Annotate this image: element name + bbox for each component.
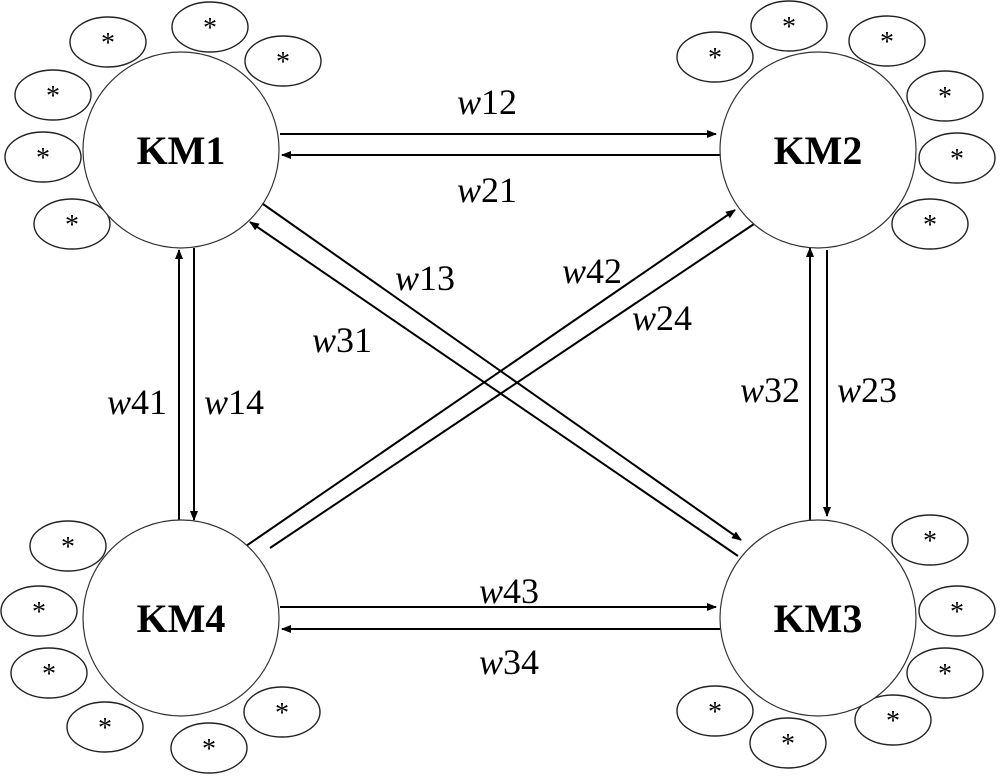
node-label-km2: KM2 [774, 128, 863, 173]
node-km3 [719, 519, 917, 717]
node-km2 [719, 51, 917, 249]
satellite-node [891, 514, 969, 566]
arrow-w13 [262, 203, 742, 541]
node-label-km3: KM3 [774, 596, 863, 641]
satellite-symbol: * [202, 734, 216, 765]
satellites-km1: * * * * * * [4, 1, 322, 250]
satellite-symbol: * [950, 597, 964, 628]
satellite-node [891, 198, 969, 250]
arrow-w42 [245, 209, 736, 547]
node-km1 [82, 51, 280, 249]
km-nodes: KM1 KM2 KM3 KM4 [82, 51, 917, 717]
satellite-node [676, 685, 754, 737]
edge-label-w23: w23 [837, 370, 897, 410]
satellite-symbol: * [61, 532, 75, 563]
satellite-symbol: * [880, 27, 894, 58]
node-label-km1: KM1 [137, 128, 226, 173]
edge-label-w13: w13 [395, 258, 455, 298]
edge-label-w24: w24 [632, 298, 692, 338]
arrow-w24 [269, 223, 755, 549]
satellites-km3: * * * * * * [676, 514, 996, 769]
satellites-km2: * * * * * * [676, 0, 996, 250]
satellite-symbol: * [923, 210, 937, 241]
satellite-node [243, 686, 321, 738]
satellite-symbol: * [203, 13, 217, 44]
edge-label-w31: w31 [312, 320, 372, 360]
satellite-symbol: * [98, 713, 112, 744]
edge-label-w41: w41 [107, 382, 167, 422]
satellite-node [4, 131, 82, 183]
satellite-symbol: * [708, 697, 722, 728]
satellite-node [69, 16, 147, 68]
satellites-km4: * * * * * * [0, 520, 321, 774]
satellite-symbol: * [950, 144, 964, 175]
satellite-symbol: * [782, 12, 796, 43]
satellite-node [848, 15, 926, 67]
satellite-node [244, 35, 322, 87]
satellite-node [33, 198, 111, 250]
arrow-w31 [249, 221, 739, 557]
satellite-symbol: * [708, 43, 722, 74]
satellite-node [918, 132, 996, 184]
satellite-node [29, 520, 107, 572]
satellite-symbol: * [32, 597, 46, 628]
satellite-symbol: * [938, 82, 952, 113]
satellite-symbol: * [275, 698, 289, 729]
edge-label-w12: w12 [457, 82, 517, 122]
weight-labels: w12 w21 w13 w31 w42 w24 w41 w14 w32 w23 … [107, 82, 897, 682]
satellite-symbol: * [101, 28, 115, 59]
edge-label-w32: w32 [740, 370, 800, 410]
satellite-node [676, 31, 754, 83]
satellite-node [906, 647, 984, 699]
edge-label-w21: w21 [457, 170, 517, 210]
edge-label-w34: w34 [479, 642, 539, 682]
satellite-node [906, 70, 984, 122]
edge-label-w43: w43 [479, 571, 539, 611]
satellite-node [749, 717, 827, 769]
edge-label-w42: w42 [562, 251, 622, 291]
satellite-node [0, 585, 78, 637]
satellite-node [171, 1, 249, 53]
satellite-symbol: * [46, 81, 60, 112]
node-km4 [82, 519, 280, 717]
satellite-symbol: * [65, 210, 79, 241]
satellite-node [750, 0, 828, 52]
satellite-symbol: * [276, 47, 290, 78]
satellite-node [14, 69, 92, 121]
node-label-km4: KM4 [137, 596, 226, 641]
satellite-symbol: * [886, 706, 900, 737]
satellite-symbol: * [36, 143, 50, 174]
edge-label-w14: w14 [204, 382, 264, 422]
satellite-symbol: * [781, 729, 795, 760]
satellite-node [10, 647, 88, 699]
satellite-node [170, 722, 248, 774]
satellite-node [854, 694, 932, 746]
satellite-symbol: * [42, 659, 56, 690]
edges [175, 130, 831, 633]
satellite-node [66, 701, 144, 753]
satellite-symbol: * [923, 526, 937, 557]
satellite-symbol: * [938, 659, 952, 690]
satellite-node [918, 585, 996, 637]
